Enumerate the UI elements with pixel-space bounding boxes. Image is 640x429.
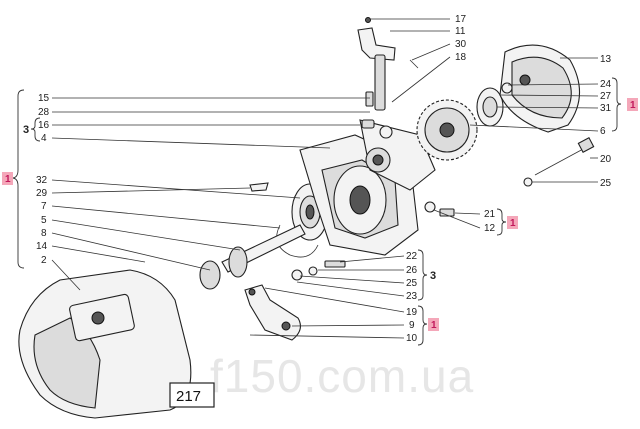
callout-label: 12: [484, 223, 496, 234]
callout-label: 28: [38, 107, 50, 118]
callout-label: 17: [455, 14, 467, 25]
callout-label: 5: [41, 215, 47, 226]
callout-label: 6: [600, 126, 606, 137]
callout-label: 4: [41, 133, 47, 144]
page-number-box: 217: [169, 382, 215, 408]
coupling-part: [199, 260, 221, 290]
washer-part: [424, 201, 436, 213]
callout-label: 20: [600, 154, 612, 165]
group-label-highlight: 1: [627, 98, 638, 111]
nut-part: [291, 269, 303, 281]
svg-text:1: 1: [630, 100, 636, 111]
callout-label: 32: [36, 175, 48, 186]
plug-part: [361, 119, 375, 129]
control-lever-part: [357, 17, 396, 111]
group-label-highlight: 1: [507, 216, 518, 229]
callout-label: 29: [36, 188, 48, 199]
washer-part: [379, 125, 393, 139]
group-label: 3: [430, 270, 436, 282]
svg-text:1: 1: [5, 174, 11, 185]
callout-label: 23: [406, 291, 418, 302]
page-number: 217: [176, 388, 201, 405]
callout-label: 25: [600, 178, 612, 189]
group-label-highlight: 1: [428, 318, 439, 331]
callout-label: 15: [38, 93, 50, 104]
callout-label: 9: [409, 320, 415, 331]
nut-part: [501, 82, 513, 94]
callout-label: 25: [406, 278, 418, 289]
callout-label: 30: [455, 39, 467, 50]
callout-label: 2: [41, 255, 47, 266]
callout-label: 19: [406, 307, 418, 318]
callout-label: 14: [36, 241, 48, 252]
gear-part: [416, 99, 478, 161]
group-label-highlight: 1: [2, 172, 13, 185]
callout-label: 26: [406, 265, 418, 276]
key-part: [249, 182, 269, 192]
callout-label: 21: [484, 209, 496, 220]
callout-label: 16: [38, 120, 50, 131]
callout-label: 11: [455, 26, 466, 37]
callout-label: 22: [406, 251, 418, 262]
callout-label: 27: [600, 91, 612, 102]
leader-lines: [51, 18, 599, 339]
svg-text:1: 1: [431, 320, 437, 331]
callout-label: 10: [406, 333, 418, 344]
callout-label: 8: [41, 228, 47, 239]
pin-part: [365, 91, 374, 107]
crank-lever-part: [244, 284, 301, 341]
gasket-part: [409, 59, 419, 69]
group-label: 3: [23, 124, 29, 136]
nut-part: [308, 266, 318, 276]
watermark: f150.com.ua: [210, 350, 474, 402]
callout-label: 18: [455, 52, 467, 63]
callout-label: 13: [600, 54, 612, 65]
drive-shaft-part: [221, 224, 306, 278]
bolt-part: [534, 137, 595, 176]
stud-part: [324, 260, 346, 268]
callout-label: 31: [600, 103, 612, 114]
cover-plate-part: [499, 44, 581, 133]
washer-part: [523, 177, 533, 187]
svg-text:1: 1: [510, 218, 516, 229]
main-housing-part: [299, 119, 436, 256]
callout-label: 24: [600, 79, 612, 90]
callout-label: 7: [41, 201, 47, 212]
housing-base-part: [18, 269, 192, 419]
